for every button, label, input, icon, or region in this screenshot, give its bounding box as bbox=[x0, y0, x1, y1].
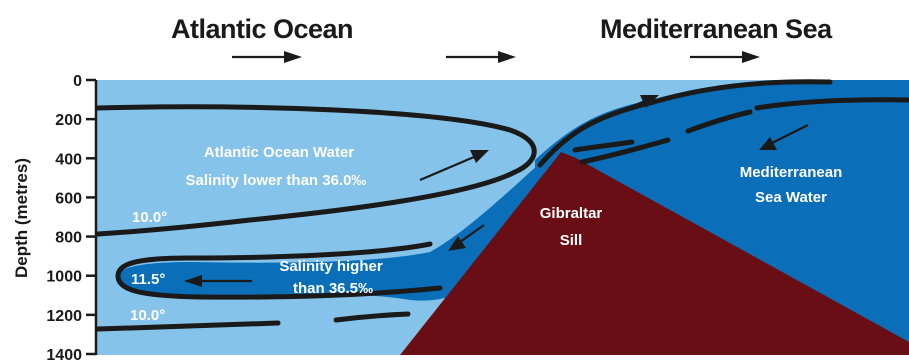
isoline-med-upper-right bbox=[754, 97, 909, 111]
isoline-lower-left bbox=[95, 320, 281, 332]
isoline-med-mid bbox=[685, 109, 753, 134]
y-tick-label: 1400 bbox=[46, 347, 82, 363]
mediterranean-title: Mediterranean Sea bbox=[600, 14, 833, 44]
atlantic-salinity-label: Salinity lower than 36.0‰ bbox=[186, 172, 367, 189]
temp-label-core: 11.5° bbox=[131, 271, 165, 288]
y-tick-label: 400 bbox=[55, 151, 82, 168]
isoline-sill-lower bbox=[579, 137, 671, 165]
temp-label-lower: 10.0° bbox=[130, 307, 165, 324]
isoline-core-loop bbox=[115, 241, 443, 300]
gibraltar-sill bbox=[400, 152, 909, 355]
isoline-lower-middle bbox=[333, 311, 411, 323]
salinity-higher-label-2: than 36.5‰ bbox=[293, 280, 373, 297]
arrow-top-3 bbox=[690, 51, 760, 63]
arrow-top-1 bbox=[232, 51, 302, 63]
y-tick-label: 800 bbox=[55, 230, 82, 247]
arrow-med-outflow bbox=[759, 124, 809, 150]
isoline-upper-loop bbox=[95, 104, 537, 237]
sill-label-2: Sill bbox=[560, 232, 583, 249]
y-axis-label: Depth (metres) bbox=[12, 158, 31, 278]
y-tick-label: 200 bbox=[55, 112, 82, 129]
atlantic-water-label: Atlantic Ocean Water bbox=[204, 144, 354, 161]
y-axis-ticks: 0 200 400 600 800 1000 1200 1400 bbox=[46, 73, 96, 363]
atlantic-title: Atlantic Ocean bbox=[171, 14, 353, 44]
y-tick-label: 1000 bbox=[46, 269, 82, 286]
med-water-label-2: Sea Water bbox=[755, 189, 827, 206]
temp-label-upper: 10.0° bbox=[132, 209, 167, 226]
arrow-top-2 bbox=[446, 51, 516, 63]
sill-label-1: Gibraltar bbox=[540, 205, 603, 222]
med-water-label-1: Mediterranean bbox=[740, 164, 843, 181]
y-tick-label: 0 bbox=[73, 73, 82, 90]
salinity-higher-label-1: Salinity higher bbox=[279, 258, 383, 275]
y-tick-label: 600 bbox=[55, 190, 82, 207]
arrow-atlantic-inflow bbox=[419, 150, 489, 182]
isoline-sill-upper bbox=[572, 139, 635, 153]
arrow-core-westward bbox=[184, 275, 252, 287]
arrow-descending-outflow bbox=[448, 224, 485, 251]
y-tick-label: 1200 bbox=[46, 308, 82, 325]
outflow-tongue bbox=[118, 150, 555, 301]
arrow-surface-inflow bbox=[603, 95, 659, 120]
